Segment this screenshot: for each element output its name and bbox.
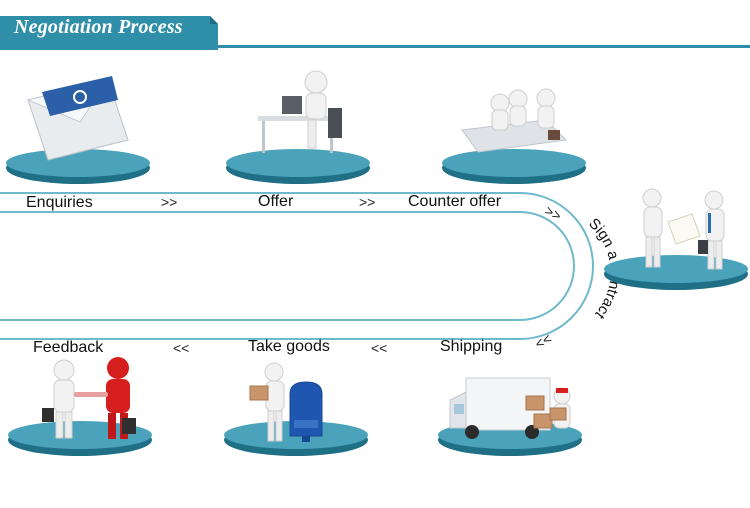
page-title: Negotiation Process — [14, 16, 183, 38]
handshake-red-icon — [42, 357, 136, 439]
step-label-take-goods: Take goods — [248, 338, 330, 355]
step-label-counter-offer: Counter offer — [408, 193, 502, 210]
platform-offer — [226, 149, 370, 184]
platform-enquiries — [6, 149, 150, 184]
step-label-feedback: Feedback — [33, 339, 104, 356]
step-label-offer: Offer — [258, 193, 294, 210]
step-label-enquiries: Enquiries — [26, 194, 93, 211]
delivery-truck-icon — [449, 377, 571, 439]
handshake-contract-icon — [642, 188, 725, 270]
platform-counter-offer — [442, 149, 586, 184]
header-banner — [0, 16, 750, 50]
mailbox-package-icon — [249, 362, 323, 442]
person-at-desk-icon — [258, 70, 342, 153]
arrow-forward-2: >> — [359, 194, 376, 210]
arrow-backward-1: << — [371, 340, 388, 356]
arrow-backward-2: << — [173, 340, 190, 356]
envelope-icon — [26, 76, 129, 161]
step-label-shipping: Shipping — [440, 338, 503, 355]
meeting-table-icon — [461, 88, 568, 153]
arrow-forward-1: >> — [161, 194, 178, 210]
